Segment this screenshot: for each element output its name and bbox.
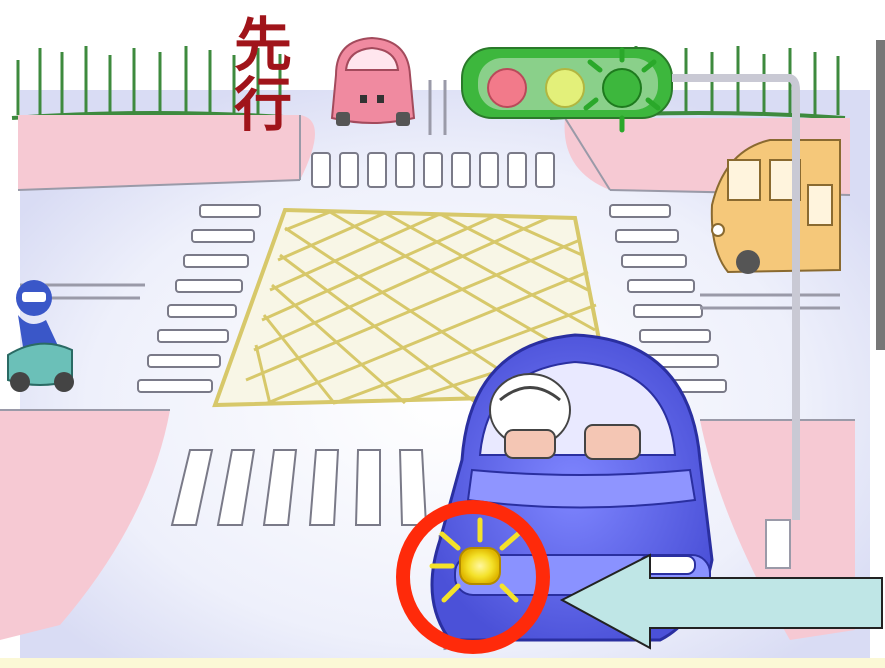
sidewalk-bottom-left [0, 410, 170, 640]
crosswalk-top [311, 152, 555, 188]
turn-signal-icon [429, 517, 521, 603]
crosswalk-bottom [170, 449, 428, 526]
left-arrow-icon [559, 553, 883, 650]
crosswalk-right [609, 204, 727, 393]
bottom-strip [0, 658, 885, 668]
side-bar [876, 40, 885, 350]
traffic-light-icon [461, 47, 800, 569]
highlight-circle [396, 500, 550, 654]
motorcyclist [7, 280, 74, 392]
caption-text: 先行 [224, 14, 292, 134]
crosswalk-left [137, 204, 261, 393]
bus [710, 139, 841, 274]
oncoming-car [330, 36, 416, 126]
sidewalk-top-left [18, 115, 315, 190]
